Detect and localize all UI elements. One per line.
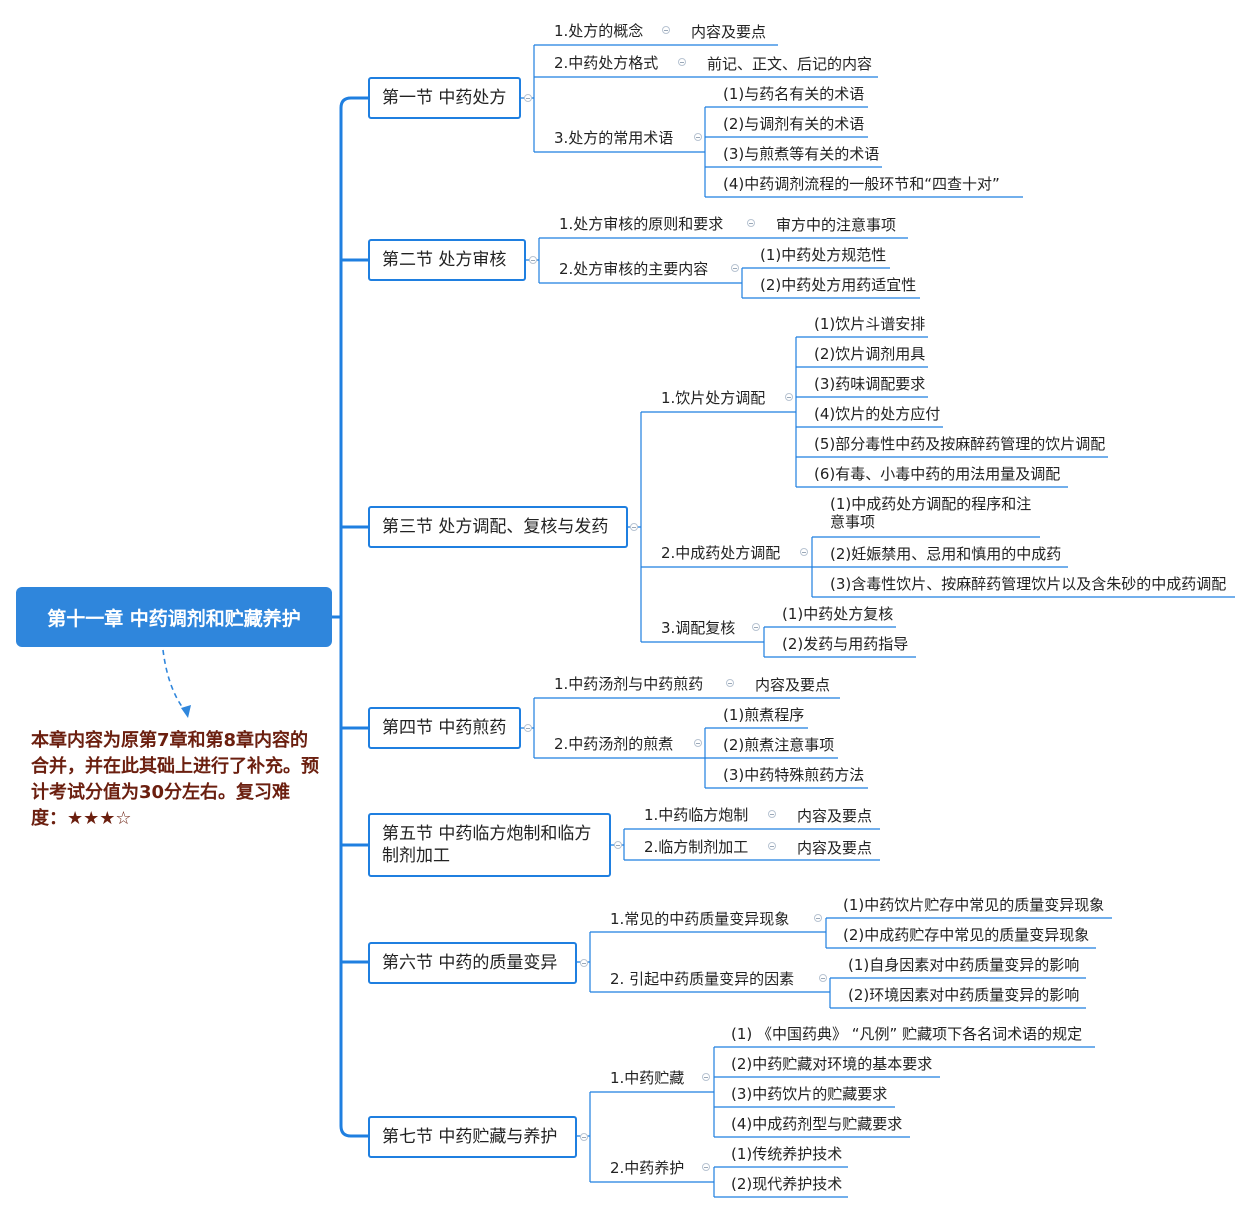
section-3-title: 第三节 处方调配、复核与发药 xyxy=(382,517,609,537)
s6-phenomena-a[interactable]: (1)中药饮片贮存中常见的质量变异现象 xyxy=(843,896,1105,914)
s5-processing-detail[interactable]: 内容及要点 xyxy=(797,807,873,825)
root-node-chapter-title[interactable]: 第十一章 中药调剂和贮藏养护 xyxy=(16,587,332,647)
s6-factors-b[interactable]: (2)环境因素对中药质量变异的影响 xyxy=(848,986,1080,1004)
collapse-icon[interactable] xyxy=(702,1163,710,1171)
s3-review-b[interactable]: (2)发药与用药指导 xyxy=(782,635,909,653)
s6-phenomena-b[interactable]: (2)中成药贮存中常见的质量变异现象 xyxy=(843,926,1090,944)
s1-topic-format[interactable]: 2.中药处方格式 xyxy=(554,54,659,72)
section-1-title: 第一节 中药处方 xyxy=(382,88,507,108)
s2-content-b[interactable]: (2)中药处方用药适宜性 xyxy=(760,276,917,294)
s7-storage-c[interactable]: (3)中药饮片的贮藏要求 xyxy=(731,1085,888,1103)
s5-topic-preparation[interactable]: 2.临方制剂加工 xyxy=(644,838,749,856)
collapse-icon[interactable] xyxy=(731,264,739,272)
section-5-node[interactable]: 第五节 中药临方炮制和临方制剂加工 xyxy=(368,813,611,877)
collapse-icon[interactable] xyxy=(529,256,537,264)
s6-topic-factors[interactable]: 2. 引起中药质量变异的因素 xyxy=(610,970,795,988)
s1-concept-detail[interactable]: 内容及要点 xyxy=(691,23,767,41)
s1-format-detail[interactable]: 前记、正文、后记的内容 xyxy=(707,55,873,73)
s5-preparation-detail[interactable]: 内容及要点 xyxy=(797,839,873,857)
section-7-title: 第七节 中药贮藏与养护 xyxy=(382,1127,558,1147)
s1-terms-d[interactable]: (4)中药调剂流程的一般环节和“四查十对” xyxy=(723,175,1000,193)
s3-pieces-f[interactable]: (6)有毒、小毒中药的用法用量及调配 xyxy=(814,465,1061,483)
s6-factors-a[interactable]: (1)自身因素对中药质量变异的影响 xyxy=(848,956,1080,974)
s2-content-a[interactable]: (1)中药处方规范性 xyxy=(760,246,887,264)
collapse-icon[interactable] xyxy=(614,841,622,849)
collapse-icon[interactable] xyxy=(752,623,760,631)
s6-topic-phenomena[interactable]: 1.常见的中药质量变异现象 xyxy=(610,910,790,928)
section-2-title: 第二节 处方审核 xyxy=(382,250,507,270)
section-4-title: 第四节 中药煎药 xyxy=(382,718,507,738)
s7-maintenance-b[interactable]: (2)现代养护技术 xyxy=(731,1175,843,1193)
collapse-icon[interactable] xyxy=(630,523,638,531)
section-3-node[interactable]: 第三节 处方调配、复核与发药 xyxy=(368,506,628,548)
s4-decoction-detail[interactable]: 内容及要点 xyxy=(755,676,831,694)
collapse-icon[interactable] xyxy=(524,94,532,102)
section-7-node[interactable]: 第七节 中药贮藏与养护 xyxy=(368,1116,577,1158)
s2-principles-detail[interactable]: 审方中的注意事项 xyxy=(776,216,897,234)
collapse-icon[interactable] xyxy=(819,974,827,982)
s1-terms-a[interactable]: (1)与药名有关的术语 xyxy=(723,85,865,103)
s3-topic-review[interactable]: 3.调配复核 xyxy=(661,619,736,637)
collapse-icon[interactable] xyxy=(768,842,776,850)
s7-topic-maintenance[interactable]: 2.中药养护 xyxy=(610,1159,685,1177)
s4-topic-decoction[interactable]: 1.中药汤剂与中药煎药 xyxy=(554,675,704,693)
collapse-icon[interactable] xyxy=(800,548,808,556)
s3-topic-pieces[interactable]: 1.饮片处方调配 xyxy=(661,389,766,407)
section-6-node[interactable]: 第六节 中药的质量变异 xyxy=(368,942,577,984)
s4-topic-boiling[interactable]: 2.中药汤剂的煎煮 xyxy=(554,735,674,753)
s5-topic-processing[interactable]: 1.中药临方炮制 xyxy=(644,806,749,824)
collapse-icon[interactable] xyxy=(694,133,702,141)
s7-maintenance-a[interactable]: (1)传统养护技术 xyxy=(731,1145,843,1163)
s1-terms-c[interactable]: (3)与煎煮等有关的术语 xyxy=(723,145,880,163)
s2-topic-principles[interactable]: 1.处方审核的原则和要求 xyxy=(559,215,724,233)
collapse-icon[interactable] xyxy=(747,219,755,227)
s1-terms-b[interactable]: (2)与调剂有关的术语 xyxy=(723,115,865,133)
s3-pieces-c[interactable]: (3)药味调配要求 xyxy=(814,375,926,393)
chapter-note: 本章内容为原第7章和第8章内容的合并，并在此其础上进行了补充。预计考试分值为30… xyxy=(31,730,319,829)
collapse-icon[interactable] xyxy=(814,914,822,922)
s3-pieces-e[interactable]: (5)部分毒性中药及按麻醉药管理的饮片调配 xyxy=(814,435,1106,453)
s1-topic-concept[interactable]: 1.处方的概念 xyxy=(554,22,644,40)
s7-storage-d[interactable]: (4)中成药剂型与贮藏要求 xyxy=(731,1115,903,1133)
s2-topic-content[interactable]: 2.处方审核的主要内容 xyxy=(559,260,709,278)
section-2-node[interactable]: 第二节 处方审核 xyxy=(368,239,526,281)
collapse-icon[interactable] xyxy=(678,58,686,66)
s4-boiling-c[interactable]: (3)中药特殊煎药方法 xyxy=(723,766,865,784)
s3-pieces-a[interactable]: (1)饮片斗谱安排 xyxy=(814,315,926,333)
s3-pieces-b[interactable]: (2)饮片调剂用具 xyxy=(814,345,926,363)
collapse-icon[interactable] xyxy=(524,724,532,732)
collapse-icon[interactable] xyxy=(785,393,793,401)
section-4-node[interactable]: 第四节 中药煎药 xyxy=(368,707,521,749)
s4-boiling-a[interactable]: (1)煎煮程序 xyxy=(723,706,805,724)
s3-pieces-d[interactable]: (4)饮片的处方应付 xyxy=(814,405,941,423)
collapse-icon[interactable] xyxy=(580,1133,588,1141)
s3-patent-b[interactable]: (2)妊娠禁用、忌用和慎用的中成药 xyxy=(830,545,1062,563)
section-6-title: 第六节 中药的质量变异 xyxy=(382,953,558,973)
s1-topic-terms[interactable]: 3.处方的常用术语 xyxy=(554,129,674,147)
s4-boiling-b[interactable]: (2)煎煮注意事项 xyxy=(723,736,835,754)
s3-patent-a[interactable]: (1)中成药处方调配的程序和注意事项 xyxy=(830,495,1032,531)
root-title: 第十一章 中药调剂和贮藏养护 xyxy=(47,607,301,630)
s7-storage-a[interactable]: (1) 《中国药典》 “凡例” 贮藏项下各名词术语的规定 xyxy=(731,1025,1083,1043)
s7-storage-b[interactable]: (2)中药贮藏对环境的基本要求 xyxy=(731,1055,933,1073)
collapse-icon[interactable] xyxy=(662,26,670,34)
section-5-title: 第五节 中药临方炮制和临方制剂加工 xyxy=(382,824,592,866)
collapse-icon[interactable] xyxy=(702,1073,710,1081)
s7-topic-storage[interactable]: 1.中药贮藏 xyxy=(610,1069,685,1087)
s3-patent-c[interactable]: (3)含毒性饮片、按麻醉药管理饮片以及含朱砂的中成药调配 xyxy=(830,575,1227,593)
s3-review-a[interactable]: (1)中药处方复核 xyxy=(782,605,894,623)
s3-topic-patent[interactable]: 2.中成药处方调配 xyxy=(661,544,781,562)
collapse-icon[interactable] xyxy=(580,959,588,967)
collapse-icon[interactable] xyxy=(768,810,776,818)
collapse-icon[interactable] xyxy=(726,679,734,687)
collapse-icon[interactable] xyxy=(694,739,702,747)
section-1-node[interactable]: 第一节 中药处方 xyxy=(368,77,521,119)
